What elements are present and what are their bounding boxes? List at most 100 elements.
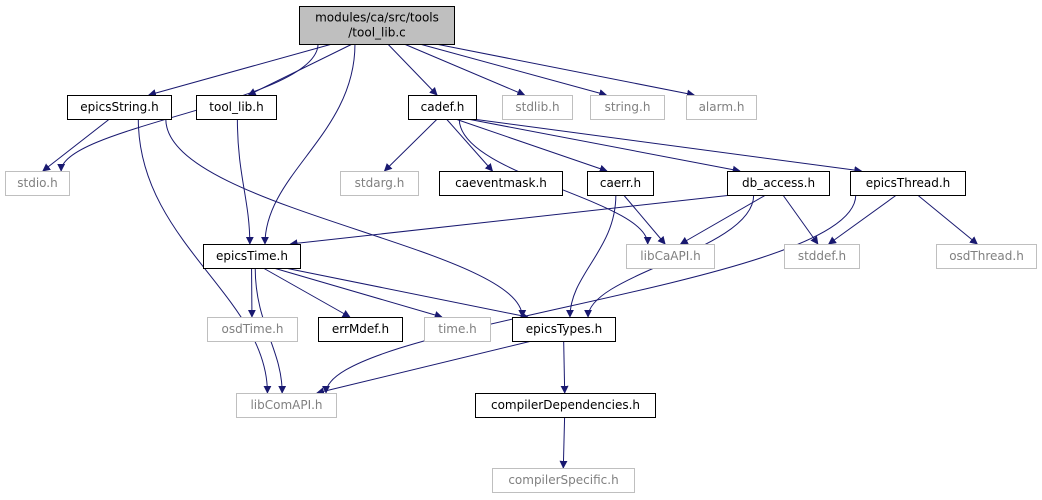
node-label-osdTime: osdTime.h (222, 322, 284, 336)
node-stdarg: stdarg.h (340, 171, 419, 196)
node-alarm: alarm.h (686, 95, 757, 120)
edge-root-to-string (419, 43, 608, 97)
node-string: string.h (590, 95, 665, 120)
node-db_access[interactable]: db_access.h (727, 171, 830, 196)
edge-epicsTime-to-errMdef (262, 267, 351, 318)
node-box-epicsTypes (512, 317, 616, 342)
node-root: modules/ca/src/tools/tool_lib.c (299, 6, 455, 45)
edge-epicsTypes-to-libComAPI (316, 340, 532, 396)
edge-cadef-to-caerr (455, 118, 608, 173)
node-libComAPI: libComAPI.h (236, 393, 337, 418)
node-label-epicsTime: epicsTime.h (216, 249, 288, 263)
edge-epicsString-to-stdio (42, 118, 110, 172)
node-label-string: string.h (605, 100, 651, 114)
node-label-libComAPI: libComAPI.h (250, 398, 322, 412)
node-box-epicsString (67, 95, 172, 120)
node-cadef[interactable]: cadef.h (408, 95, 477, 120)
node-label-errMdef: errMdef.h (332, 322, 389, 336)
node-errMdef[interactable]: errMdef.h (318, 317, 403, 342)
node-box-caerr (587, 171, 654, 196)
edges-layer (42, 43, 978, 469)
node-box-db_access (727, 171, 830, 196)
edge-epicsString-to-epicsTypes (165, 118, 527, 318)
node-label-epicsTypes: epicsTypes.h (526, 322, 602, 336)
edge-cadef-to-caeventmask (446, 118, 494, 172)
edge-tool_lib_h-to-epicsTime (236, 118, 254, 245)
edge-epicsThread-to-osdThread (917, 194, 978, 245)
node-box-cadef (408, 95, 477, 120)
node-box-libCaAPI (626, 244, 715, 269)
node-label-root: modules/ca/src/tools (315, 11, 439, 25)
node-osdTime: osdTime.h (207, 317, 298, 342)
node-label-stddef: stddef.h (798, 249, 846, 263)
node-box-stddef (784, 244, 860, 269)
node-box-compilerSpecific (492, 468, 635, 493)
node-stdlib: stdlib.h (502, 95, 573, 120)
node-box-alarm (686, 95, 757, 120)
edge-caerr-to-libCaAPI (623, 194, 666, 245)
node-box-stdlib (502, 95, 573, 120)
node-caeventmask[interactable]: caeventmask.h (439, 171, 563, 196)
node-box-tool_lib_h (196, 95, 277, 120)
edge-root-to-stdlib (403, 43, 526, 96)
node-stddef: stddef.h (784, 244, 860, 269)
node-epicsTime[interactable]: epicsTime.h (203, 244, 301, 269)
edge-epicsTypes-to-compilerDependencies (560, 340, 569, 394)
node-box-epicsThread (850, 171, 966, 196)
edge-root-to-stdio (57, 43, 319, 172)
node-box-caeventmask (439, 171, 563, 196)
edge-root-to-epicsString (147, 43, 333, 97)
node-box-osdThread (936, 244, 1037, 269)
node-label-epicsString: epicsString.h (80, 100, 158, 114)
node-epicsTypes[interactable]: epicsTypes.h (512, 317, 616, 342)
edge-root-to-tool_lib_h (247, 43, 353, 96)
node-caerr[interactable]: caerr.h (587, 171, 654, 196)
edge-root-to-cadef (387, 43, 438, 96)
node-box-root (299, 6, 455, 45)
node-osdThread: osdThread.h (936, 244, 1037, 269)
edge-root-to-alarm (435, 43, 695, 98)
node-label-stdlib: stdlib.h (515, 100, 559, 114)
node-compilerSpecific: compilerSpecific.h (492, 468, 635, 493)
edge-epicsThread-to-libComAPI (322, 194, 857, 394)
node-epicsThread[interactable]: epicsThread.h (850, 171, 966, 196)
node-label-db_access: db_access.h (742, 176, 815, 190)
node-box-string (590, 95, 665, 120)
edge-epicsThread-to-stddef (828, 194, 897, 245)
node-time: time.h (424, 317, 491, 342)
node-epicsString[interactable]: epicsString.h (67, 95, 172, 120)
node-label-caerr: caerr.h (600, 176, 641, 190)
node-box-stdio (5, 171, 70, 196)
node-stdio: stdio.h (5, 171, 70, 196)
node-label-epicsThread: epicsThread.h (866, 176, 951, 190)
edge-epicsTime-to-epicsTypes (285, 267, 529, 320)
node-box-epicsTime (203, 244, 301, 269)
node-label-cadef: cadef.h (421, 100, 465, 114)
node-label-stdio: stdio.h (17, 176, 57, 190)
edge-compilerDependencies-to-compilerSpecific (559, 416, 568, 469)
node-label-tool_lib_h: tool_lib.h (209, 100, 263, 114)
edge-cadef-to-epicsThread (472, 118, 863, 175)
node-box-compilerDependencies (475, 393, 656, 418)
node-label-libCaAPI: libCaAPI.h (640, 249, 700, 263)
edge-cadef-to-db_access (467, 118, 741, 174)
node-label-caeventmask: caeventmask.h (455, 176, 547, 190)
edge-root-to-epicsTime (260, 43, 356, 245)
node-tool_lib_h[interactable]: tool_lib.h (196, 95, 277, 120)
node-box-time (424, 317, 491, 342)
node-label-stdarg: stdarg.h (355, 176, 405, 190)
node-label-compilerDependencies: compilerDependencies.h (491, 398, 640, 412)
node-box-errMdef (318, 317, 403, 342)
edge-db_access-to-stddef (782, 194, 819, 245)
edge-epicsTime-to-time (273, 267, 443, 319)
edge-db_access-to-epicsTime (289, 194, 733, 248)
edge-db_access-to-libCaAPI (679, 194, 767, 245)
node-box-osdTime (207, 317, 298, 342)
nodes-layer: modules/ca/src/tools/tool_lib.c stdio.h ep… (5, 6, 1037, 493)
edge-cadef-to-stdarg (383, 118, 438, 172)
node-label-time: time.h (438, 322, 477, 336)
node-label-compilerSpecific: compilerSpecific.h (508, 473, 618, 487)
node-label-root: /tool_lib.c (348, 26, 405, 40)
node-compilerDependencies[interactable]: compilerDependencies.h (475, 393, 656, 418)
